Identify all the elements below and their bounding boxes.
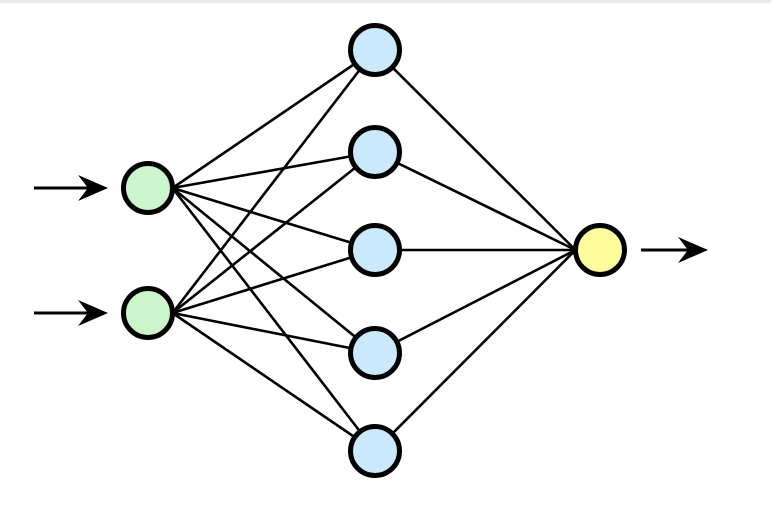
connection-input2-hidden1 — [171, 49, 377, 314]
input-arrow-1-head-icon — [78, 175, 108, 201]
hidden-node-4 — [348, 326, 402, 380]
connection-input1-hidden4 — [171, 186, 376, 355]
hidden-node-3 — [348, 223, 402, 277]
connection-input2-hidden4 — [172, 311, 376, 355]
hidden-node-1 — [348, 23, 402, 77]
output-node-1 — [573, 223, 627, 277]
connection-input1-hidden1 — [171, 48, 376, 190]
connection-input2-hidden5 — [171, 311, 376, 453]
input-node-2 — [121, 286, 175, 340]
connection-hidden4-output1 — [374, 248, 577, 355]
hidden-node-2 — [348, 125, 402, 179]
connection-input1-hidden5 — [171, 187, 377, 452]
input-node-1 — [121, 161, 175, 215]
connection-hidden5-output1 — [374, 249, 577, 452]
hidden-node-5 — [348, 424, 402, 478]
connection-input1-hidden2 — [172, 150, 376, 190]
input-arrow-2-head-icon — [78, 300, 108, 326]
output-arrow-head-icon — [678, 237, 708, 263]
connection-hidden1-output1 — [374, 49, 577, 251]
window-top-border — [0, 0, 771, 3]
connection-input1-hidden3 — [172, 186, 376, 252]
connection-hidden2-output1 — [374, 150, 577, 252]
connection-input2-hidden3 — [172, 248, 376, 315]
connection-input2-hidden2 — [171, 150, 376, 315]
